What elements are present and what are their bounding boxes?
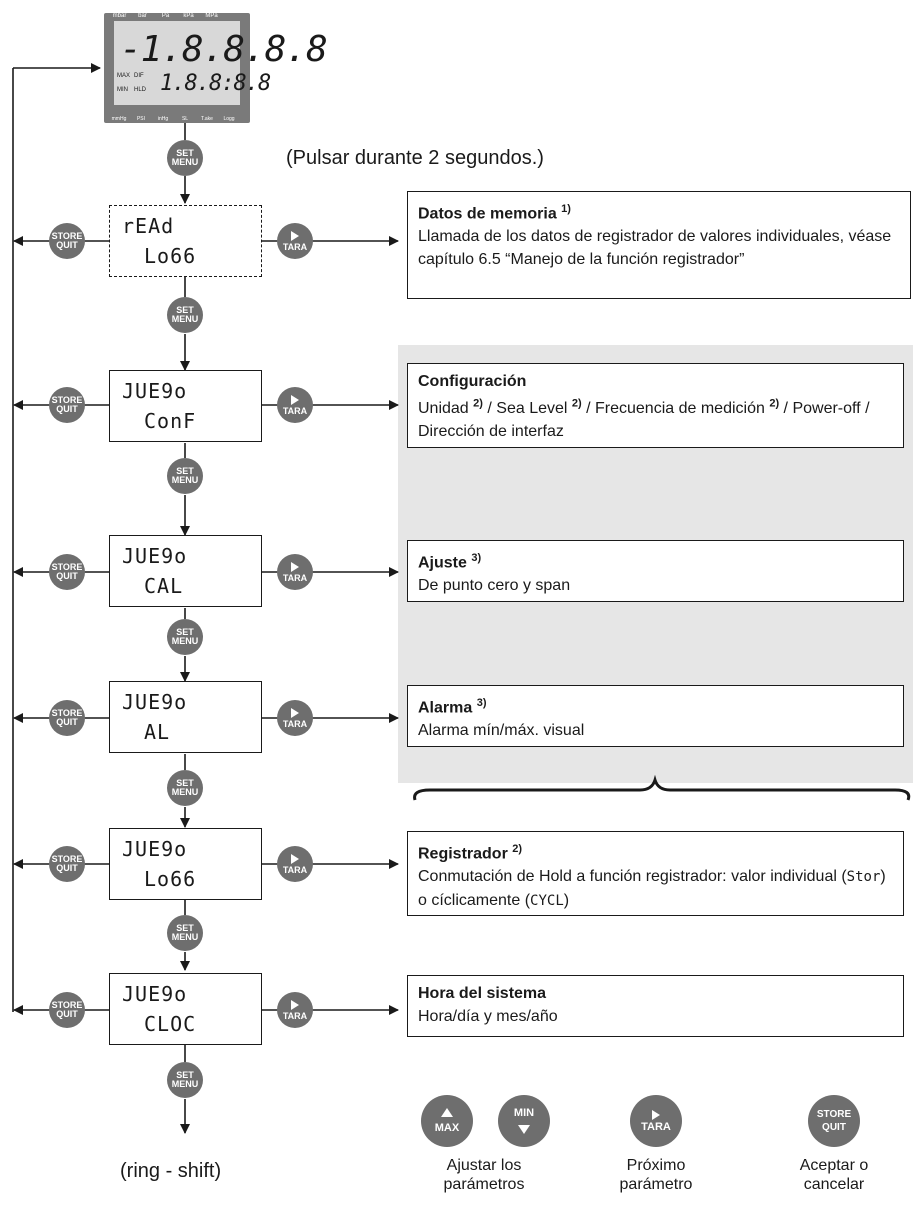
play-icon — [291, 853, 299, 864]
lcd-min-label: MIN — [117, 87, 128, 93]
display-line-2: ConF — [144, 409, 197, 433]
info-box-alarm: Alarma 3) Alarma mín/máx. visual — [407, 685, 904, 747]
unit-label: Pa — [161, 13, 170, 19]
unit-label: mbar — [112, 13, 127, 19]
lcd-dif-label: DIF — [134, 73, 144, 79]
unit-label: bar — [138, 13, 147, 19]
box-title: Datos de memoria — [418, 205, 557, 223]
display-line-2: CAL — [144, 574, 184, 598]
info-box-system-time: Hora del sistema Hora/día y mes/año — [407, 975, 904, 1037]
tara-button[interactable]: TARA — [277, 223, 313, 259]
down-arrow-icon — [518, 1125, 530, 1134]
unit-label: kPa — [183, 13, 194, 19]
box-title: Registrador — [418, 845, 508, 863]
lcd-main-digits: -1.8.8.8.8 — [120, 29, 328, 70]
box-title: Alarma — [418, 699, 473, 717]
play-icon — [291, 707, 299, 718]
display-alarm: JUE9o AL — [109, 681, 262, 753]
box-title: Hora del sistema — [418, 985, 547, 1002]
press-duration-caption: (Pulsar durante 2 segundos.) — [286, 147, 544, 169]
lcd-hld-label: HLD — [134, 87, 147, 93]
play-icon — [291, 230, 299, 241]
info-box-adjust: Ajuste 3) De punto cero y span — [407, 540, 904, 602]
lcd-sub-digits: 1.8.8:8.8 — [160, 71, 271, 96]
display-line-2: Lo66 — [144, 244, 197, 268]
box-description: Unidad 2) / Sea Level 2) / Frecuencia de… — [418, 398, 870, 441]
info-box-memory: Datos de memoria 1) Llamada de los datos… — [407, 191, 911, 299]
lcd-max-label: MAX — [117, 73, 131, 79]
unit-label: mmHg — [111, 116, 127, 122]
display-line-2: CLOC — [144, 1012, 197, 1036]
tara-button[interactable]: TARA — [277, 992, 313, 1028]
play-icon — [291, 394, 299, 405]
footnote-ref: 2) — [512, 843, 523, 855]
legend-next: Próximo parámetro — [619, 1157, 693, 1193]
min-down-button[interactable]: MIN — [498, 1095, 550, 1147]
unit-label: SL — [181, 116, 189, 122]
display-clock: JUE9o CLOC — [109, 973, 262, 1045]
box-description: Conmutación de Hold a función registrado… — [418, 868, 886, 910]
unit-label: Logg — [223, 116, 235, 122]
footnote-ref: 3) — [476, 697, 487, 709]
unit-label: inHg — [157, 116, 169, 122]
footnote-ref: 1) — [561, 203, 571, 215]
legend-accept: Aceptar o cancelar — [799, 1157, 869, 1193]
display-calibration: JUE9o CAL — [109, 535, 262, 607]
unit-label: PSI — [136, 116, 146, 122]
box-description: Llamada de los datos de registrador de v… — [418, 228, 892, 269]
box-description: Alarma mín/máx. visual — [418, 722, 585, 740]
tara-button[interactable]: TARA — [277, 700, 313, 736]
info-box-config: Configuración Unidad 2) / Sea Level 2) /… — [407, 363, 904, 448]
box-description: De punto cero y span — [418, 577, 571, 595]
legend-adjust: Ajustar los parámetros — [443, 1157, 525, 1193]
display-read-log: rEAd Lo66 — [109, 205, 262, 277]
max-up-button[interactable]: MAX — [421, 1095, 473, 1147]
box-description: Hora/día y mes/año — [418, 1008, 558, 1025]
up-arrow-icon — [441, 1108, 453, 1117]
lcd-unit-row-top: mbar bar Pa kPa MPa — [108, 13, 248, 19]
footnote-ref: 3) — [471, 552, 482, 564]
display-logger: JUE9o Lo66 — [109, 828, 262, 900]
ring-shift-caption: (ring - shift) — [120, 1160, 222, 1182]
info-box-logger: Registrador 2) Conmutación de Hold a fun… — [407, 831, 904, 916]
lcd-screen: -1.8.8.8.8 MAX DIF MIN HLD 1.8.8:8.8 — [114, 21, 328, 105]
unit-label: MPa — [205, 13, 218, 19]
box-title: Ajuste — [418, 554, 467, 572]
display-line-2: Lo66 — [144, 867, 197, 891]
play-icon — [652, 1109, 660, 1120]
display-line-1: rEAd — [122, 214, 175, 238]
display-config: JUE9o ConF — [109, 370, 262, 442]
box-title: Configuración — [418, 373, 527, 390]
display-line-1: JUE9o — [122, 544, 188, 568]
display-line-1: JUE9o — [122, 837, 188, 861]
unit-label: T.ake — [201, 116, 213, 122]
play-icon — [291, 999, 299, 1010]
lcd-display: mbar bar Pa kPa MPa -1.8.8.8.8 MAX DIF MIN H… — [104, 13, 328, 123]
tara-button[interactable]: TARA — [277, 846, 313, 882]
display-line-1: JUE9o — [122, 379, 188, 403]
display-line-1: JUE9o — [122, 982, 188, 1006]
tara-button[interactable]: TARA — [277, 387, 313, 423]
display-line-2: AL — [144, 720, 171, 744]
display-line-1: JUE9o — [122, 690, 188, 714]
lcd-unit-row-bottom: mmHg PSI inHg SL T.ake Logg — [108, 116, 248, 122]
tara-button[interactable]: TARA — [277, 554, 313, 590]
tara-legend-button[interactable]: TARA — [630, 1095, 682, 1147]
play-icon — [291, 561, 299, 572]
